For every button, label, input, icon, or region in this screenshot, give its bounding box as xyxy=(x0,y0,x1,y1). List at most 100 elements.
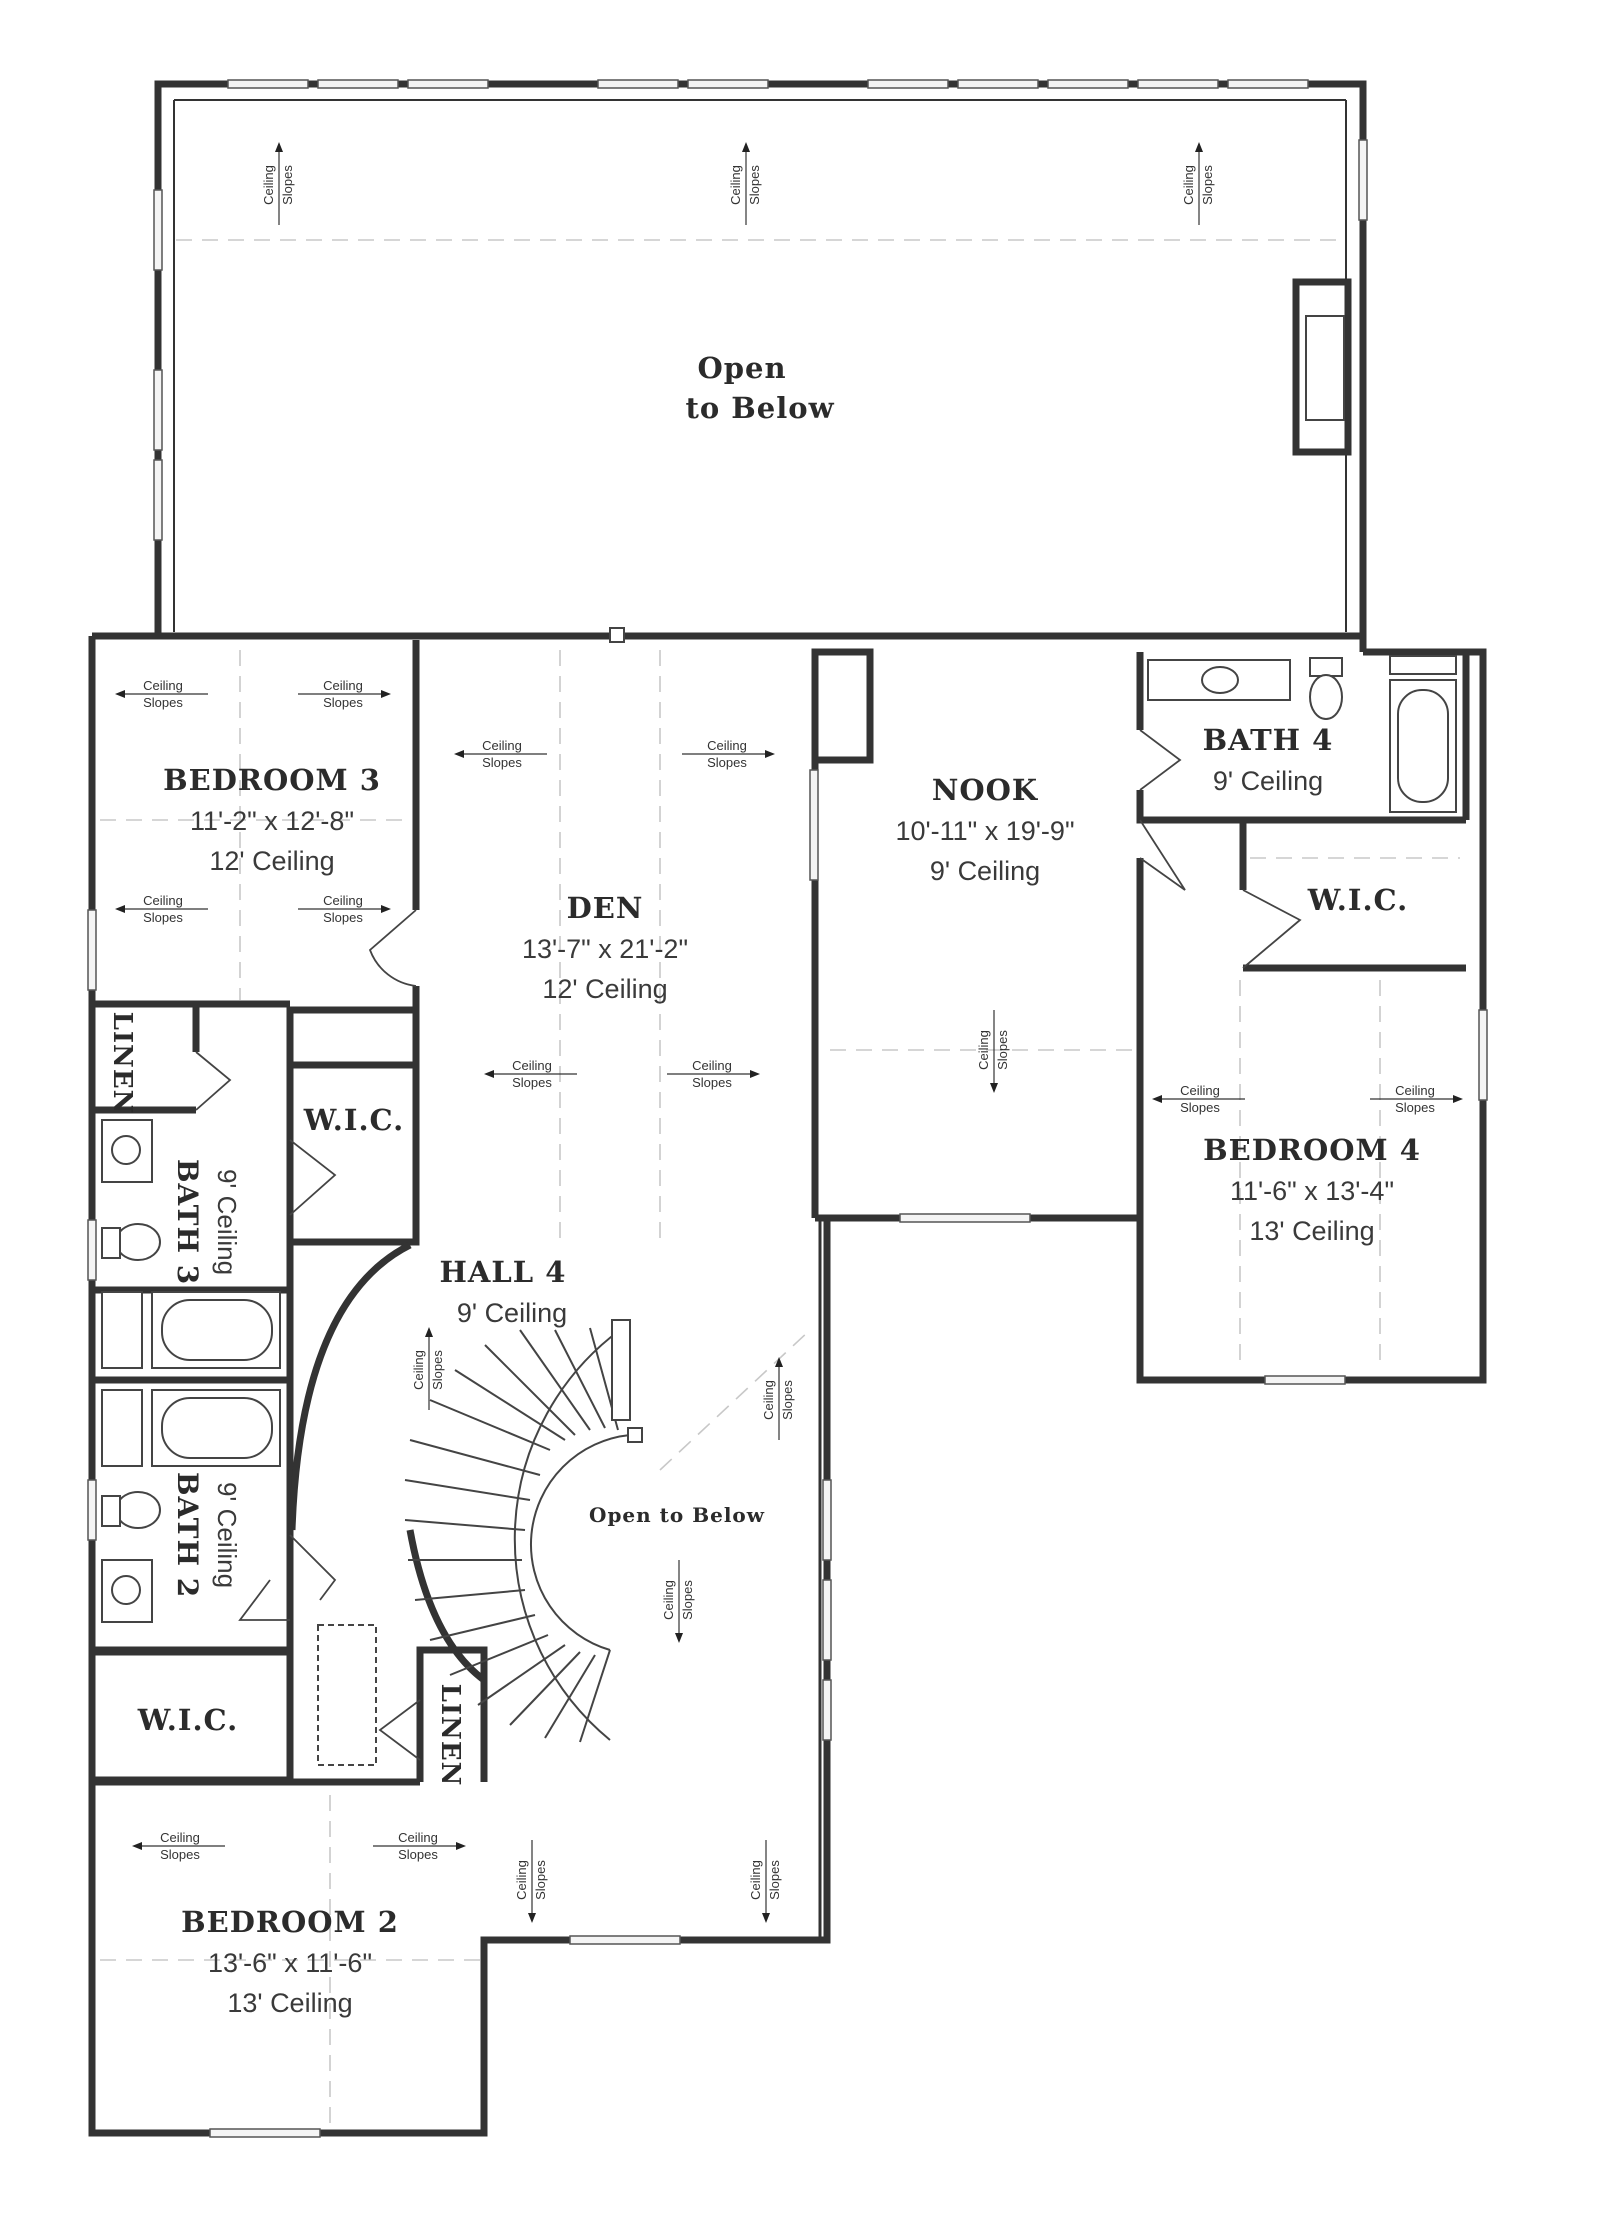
ceiling-slope-note: Ceiling Slopes xyxy=(411,1327,445,1410)
walls xyxy=(88,80,1487,2137)
den-name: DEN xyxy=(567,891,644,925)
bedroom2-dims: 13'-6" x 11'-6" xyxy=(208,1948,372,1978)
svg-text:Slopes: Slopes xyxy=(692,1075,732,1090)
ceiling-slope-note: Ceiling Slopes xyxy=(1370,1083,1463,1115)
bedroom2-name: BEDROOM 2 xyxy=(181,1905,399,1939)
stair-curve-wall xyxy=(288,1241,487,1683)
ceiling-slope-note: Ceiling Slopes xyxy=(115,893,208,925)
bath2-name: BATH 2 xyxy=(171,1472,204,1598)
nook-name: NOOK xyxy=(932,773,1039,807)
bedroom4-dims: 11'-6" x 13'-4" xyxy=(1230,1176,1394,1206)
bath3-ceiling: 9' Ceiling xyxy=(212,1169,242,1275)
bedroom4-ceiling: 13' Ceiling xyxy=(1249,1216,1374,1246)
den-ceiling: 12' Ceiling xyxy=(542,974,667,1004)
bath3-name: BATH 3 xyxy=(171,1159,204,1285)
fixtures xyxy=(101,655,1457,1766)
ceiling-slope-note: Ceiling Slopes xyxy=(728,142,762,225)
bedroom3-ceiling: 12' Ceiling xyxy=(209,846,334,876)
windows xyxy=(87,79,1488,2138)
svg-text:Slopes: Slopes xyxy=(280,165,295,205)
bath4-name: BATH 4 xyxy=(1203,723,1334,757)
svg-text:Ceiling: Ceiling xyxy=(514,1860,529,1900)
ceiling-notes-vertical: Ceiling Slopes Ceiling Slopes Ceiling Sl… xyxy=(261,142,1215,1923)
wic-bed2-name: W.I.C. xyxy=(137,1703,238,1737)
svg-text:Ceiling: Ceiling xyxy=(1181,165,1196,205)
ceiling-lines xyxy=(100,239,1460,2125)
svg-text:Slopes: Slopes xyxy=(323,695,363,710)
svg-text:Slopes: Slopes xyxy=(1395,1100,1435,1115)
svg-text:Ceiling: Ceiling xyxy=(761,1380,776,1420)
svg-text:Ceiling: Ceiling xyxy=(728,165,743,205)
den-dims: 13'-7" x 21'-2" xyxy=(522,934,688,964)
bath2-ceiling: 9' Ceiling xyxy=(212,1482,242,1588)
svg-text:Slopes: Slopes xyxy=(767,1860,782,1900)
bedroom4-name: BEDROOM 4 xyxy=(1203,1133,1421,1167)
svg-text:Slopes: Slopes xyxy=(143,910,183,925)
ceiling-slope-note: Ceiling Slopes xyxy=(298,893,391,925)
spiral-stair xyxy=(404,1319,643,1743)
ceiling-notes: Ceiling Slopes Ceiling Slopes Ceiling Sl… xyxy=(115,678,1463,1862)
ceiling-slope-note: Ceiling Slopes xyxy=(748,1840,782,1923)
svg-text:Ceiling: Ceiling xyxy=(411,1350,426,1390)
svg-text:Ceiling: Ceiling xyxy=(1395,1083,1435,1098)
ceiling-slope-note: Ceiling Slopes xyxy=(373,1830,466,1862)
svg-text:Ceiling: Ceiling xyxy=(160,1830,200,1845)
svg-text:Ceiling: Ceiling xyxy=(323,678,363,693)
svg-text:Slopes: Slopes xyxy=(323,910,363,925)
svg-text:Slopes: Slopes xyxy=(512,1075,552,1090)
ceiling-slope-note: Ceiling Slopes xyxy=(454,738,547,770)
svg-text:Ceiling: Ceiling xyxy=(482,738,522,753)
bedroom3-dims: 11'-2" x 12'-8" xyxy=(190,806,354,836)
ceiling-slope-note: Ceiling Slopes xyxy=(1152,1083,1245,1115)
svg-text:Slopes: Slopes xyxy=(1200,165,1215,205)
bedroom2-ceiling: 13' Ceiling xyxy=(227,1988,352,2018)
svg-text:Ceiling: Ceiling xyxy=(707,738,747,753)
svg-text:Ceiling: Ceiling xyxy=(261,165,276,205)
ceiling-slope-note: Ceiling Slopes xyxy=(261,142,295,225)
svg-text:Slopes: Slopes xyxy=(143,695,183,710)
svg-text:Ceiling: Ceiling xyxy=(748,1860,763,1900)
svg-text:Ceiling: Ceiling xyxy=(661,1580,676,1620)
nook-ceiling: 9' Ceiling xyxy=(930,856,1040,886)
svg-text:Ceiling: Ceiling xyxy=(143,678,183,693)
wic-mid-name: W.I.C. xyxy=(303,1103,404,1137)
linen-stair-name: LINEN xyxy=(435,1684,465,1787)
ceiling-slope-note: Ceiling Slopes xyxy=(484,1058,577,1090)
svg-text:Slopes: Slopes xyxy=(533,1860,548,1900)
ceiling-slope-note: Ceiling Slopes xyxy=(1181,142,1215,225)
ceiling-slope-note: Ceiling Slopes xyxy=(661,1560,695,1643)
svg-text:Slopes: Slopes xyxy=(995,1030,1010,1070)
svg-text:Slopes: Slopes xyxy=(1180,1100,1220,1115)
ceiling-slope-note: Ceiling Slopes xyxy=(298,678,391,710)
room-labels: Open to Below BEDROOM 3 11'-2" x 12'-8" … xyxy=(107,351,1421,2018)
ceiling-slope-note: Ceiling Slopes xyxy=(682,738,775,770)
svg-text:Ceiling: Ceiling xyxy=(976,1030,991,1070)
svg-text:Slopes: Slopes xyxy=(398,1847,438,1862)
hall4-name: HALL 4 xyxy=(440,1255,567,1289)
svg-text:Slopes: Slopes xyxy=(780,1380,795,1420)
open-to-below-label-line2: to Below xyxy=(685,391,834,425)
hall4-ceiling: 9' Ceiling xyxy=(457,1298,567,1328)
doors xyxy=(195,729,1302,1761)
svg-text:Slopes: Slopes xyxy=(430,1350,445,1390)
ceiling-slope-note: Ceiling Slopes xyxy=(976,1010,1010,1093)
svg-text:Slopes: Slopes xyxy=(747,165,762,205)
wic-bed4-name: W.I.C. xyxy=(1307,883,1408,917)
svg-text:Slopes: Slopes xyxy=(160,1847,200,1862)
ceiling-slope-note: Ceiling Slopes xyxy=(514,1840,548,1923)
svg-text:Ceiling: Ceiling xyxy=(323,893,363,908)
ceiling-slope-note: Ceiling Slopes xyxy=(132,1830,225,1862)
open-to-below-label-line1: Open xyxy=(697,351,786,385)
svg-text:Ceiling: Ceiling xyxy=(692,1058,732,1073)
svg-text:Slopes: Slopes xyxy=(680,1580,695,1620)
svg-text:Ceiling: Ceiling xyxy=(398,1830,438,1845)
svg-text:Slopes: Slopes xyxy=(482,755,522,770)
bedroom3-name: BEDROOM 3 xyxy=(163,763,381,797)
ceiling-slope-note: Ceiling Slopes xyxy=(115,678,208,710)
bath4-ceiling: 9' Ceiling xyxy=(1213,766,1323,796)
open-to-below-stair-name: Open to Below xyxy=(589,1503,765,1527)
ceiling-slope-note: Ceiling Slopes xyxy=(667,1058,760,1090)
ceiling-slope-note: Ceiling Slopes xyxy=(761,1357,795,1440)
svg-text:Ceiling: Ceiling xyxy=(512,1058,552,1073)
